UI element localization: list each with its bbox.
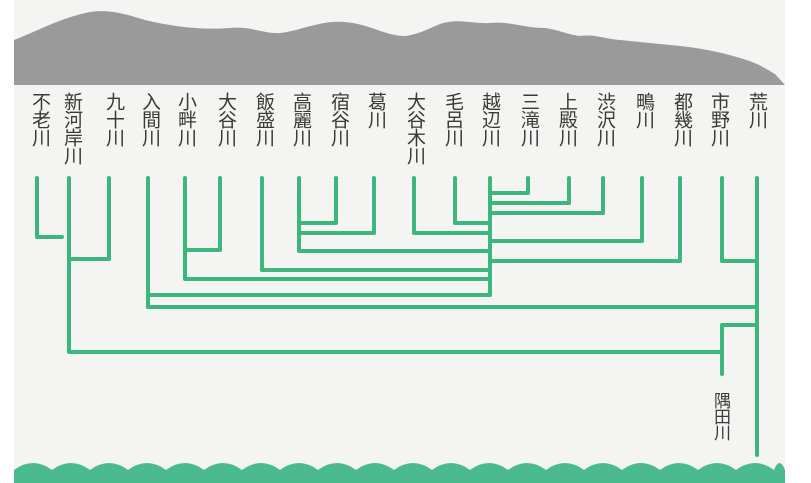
river-label-oya: 大谷川 — [215, 92, 237, 146]
river-label-sumida: 隅田川 — [710, 392, 730, 440]
river-label-ogose: 越辺川 — [479, 92, 501, 146]
river-label-kuzu: 葛川 — [365, 92, 387, 128]
river-label-ichino: 市野川 — [708, 92, 730, 146]
iruma-line — [146, 176, 757, 309]
furou-line — [35, 176, 64, 239]
koaze-line — [183, 176, 492, 281]
kuzu-line — [297, 176, 376, 235]
shigi-line — [488, 176, 644, 243]
toiku-line — [488, 176, 682, 263]
kamidono-line — [488, 176, 571, 205]
shukuya-line — [297, 176, 338, 225]
oyagi-line — [412, 176, 492, 235]
ogose-line — [148, 176, 492, 297]
river-label-shukuya: 宿谷川 — [328, 92, 350, 146]
mountain-range — [14, 11, 785, 85]
river-label-mitaki: 三滝川 — [518, 92, 540, 146]
kuju-line — [67, 176, 111, 261]
oya-line — [183, 176, 222, 252]
river-label-kuju: 九十川 — [103, 92, 125, 146]
river-label-koma: 高麗川 — [290, 92, 312, 146]
river-label-shibusawa: 渋沢川 — [594, 92, 616, 146]
shingashi-line — [67, 176, 724, 354]
river-label-shigi: 鴫川 — [633, 92, 655, 128]
river-label-iruma: 入間川 — [139, 92, 161, 146]
river-label-hanmori: 飯盛川 — [253, 92, 275, 146]
river-label-ara: 荒川 — [746, 92, 768, 128]
river-label-kamidono: 上殿川 — [556, 92, 578, 146]
river-label-moro: 毛呂川 — [442, 92, 464, 146]
moro-line — [453, 176, 492, 225]
river-label-shingashi: 新河岸川 — [61, 92, 83, 164]
river-label-koaze: 小畔川 — [175, 92, 197, 146]
river-label-oyagi: 大谷木川 — [404, 92, 426, 164]
sea-wave-band — [14, 463, 785, 483]
koma-line — [297, 176, 492, 253]
ichino-line — [720, 176, 759, 263]
shibusawa-line — [488, 176, 605, 215]
mitaki-line — [488, 176, 530, 195]
hanmori-line — [260, 176, 492, 272]
river-label-furou: 不老川 — [29, 92, 51, 146]
river-label-toiku: 都幾川 — [671, 92, 693, 146]
sumida-line — [720, 323, 759, 376]
